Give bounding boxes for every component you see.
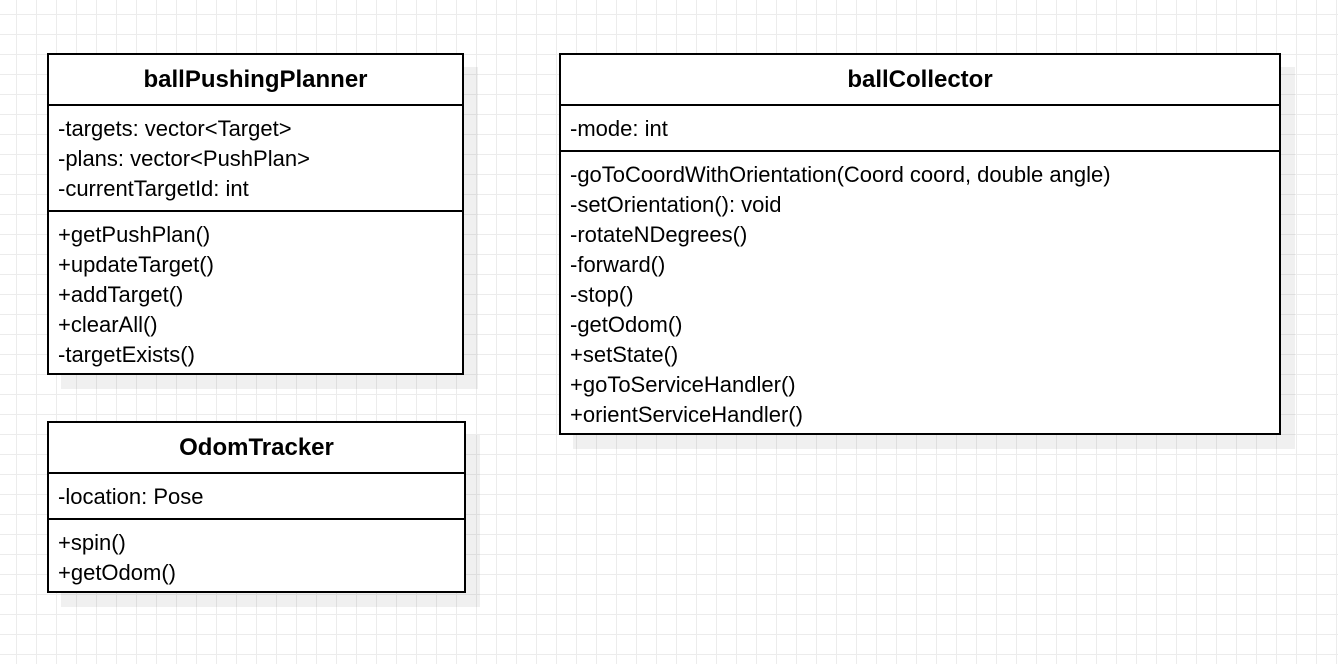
class-ball-collector[interactable]: ballCollector -mode: int -goToCoordWithO… <box>559 53 1281 435</box>
attributes-section: -targets: vector<Target> -plans: vector<… <box>49 106 462 212</box>
method: -setOrientation(): void <box>570 192 782 217</box>
method: +addTarget() <box>58 282 184 307</box>
methods-section: -goToCoordWithOrientation(Coord coord, d… <box>561 152 1279 436</box>
method: +getPushPlan() <box>58 222 211 247</box>
attribute: -plans: vector<PushPlan> <box>58 146 310 171</box>
attributes-section: -location: Pose <box>49 474 464 520</box>
attribute: -targets: vector<Target> <box>58 116 292 141</box>
class-ball-pushing-planner[interactable]: ballPushingPlanner -targets: vector<Targ… <box>47 53 464 375</box>
class-odom-tracker[interactable]: OdomTracker -location: Pose +spin() +get… <box>47 421 466 593</box>
method: +getOdom() <box>58 560 176 585</box>
method: -targetExists() <box>58 342 195 367</box>
class-name: OdomTracker <box>49 423 464 474</box>
method: -getOdom() <box>570 312 683 337</box>
method: -stop() <box>570 282 634 307</box>
method: -goToCoordWithOrientation(Coord coord, d… <box>570 162 1111 187</box>
attributes-section: -mode: int <box>561 106 1279 152</box>
attribute: -currentTargetId: int <box>58 176 249 201</box>
attribute: -mode: int <box>570 116 668 141</box>
method: +orientServiceHandler() <box>570 402 803 427</box>
methods-section: +getPushPlan() +updateTarget() +addTarge… <box>49 212 462 376</box>
class-name: ballPushingPlanner <box>49 55 462 106</box>
method: +goToServiceHandler() <box>570 372 796 397</box>
method: +setState() <box>570 342 679 367</box>
method: -rotateNDegrees() <box>570 222 748 247</box>
methods-section: +spin() +getOdom() <box>49 520 464 594</box>
method: +updateTarget() <box>58 252 214 277</box>
method: -forward() <box>570 252 666 277</box>
class-name: ballCollector <box>561 55 1279 106</box>
attribute: -location: Pose <box>58 484 204 509</box>
method: +clearAll() <box>58 312 158 337</box>
method: +spin() <box>58 530 126 555</box>
